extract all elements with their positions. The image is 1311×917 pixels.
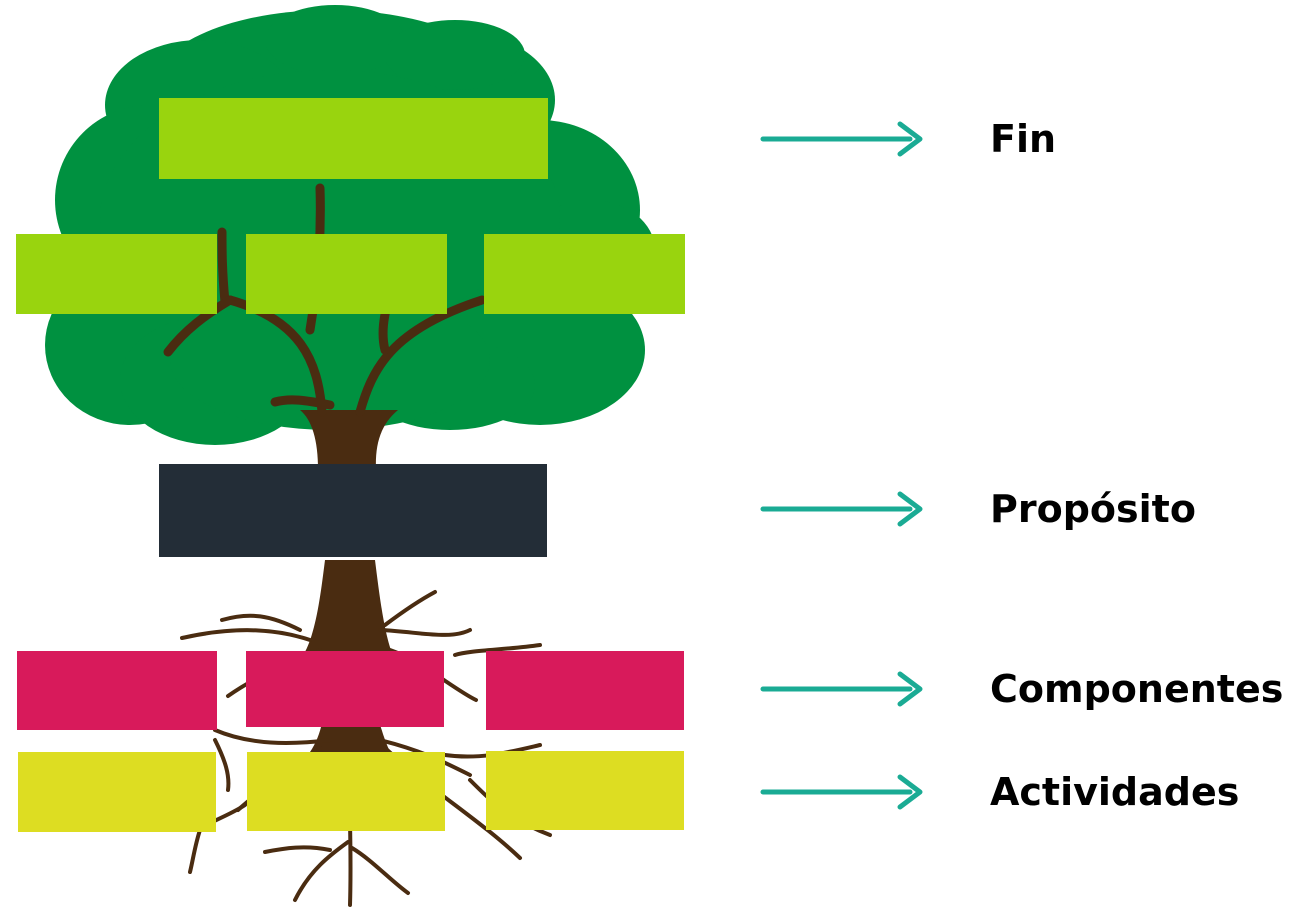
componentes-level-boxes: [17, 651, 684, 730]
fin-box-right: [484, 234, 685, 314]
label-componentes: Componentes: [990, 667, 1284, 711]
proposito-box: [159, 464, 547, 557]
arrow-right-icon: [760, 491, 923, 527]
label-proposito: Propósito: [990, 487, 1196, 531]
tree-canopy: [45, 5, 655, 445]
label-actividades: Actividades: [990, 770, 1240, 814]
arrow-right-icon: [760, 774, 923, 810]
fin-level-boxes: [16, 98, 685, 314]
componentes-box-center: [246, 651, 444, 727]
level-arrows: [760, 121, 923, 810]
componentes-box-right: [486, 651, 684, 730]
actividades-box-right: [486, 751, 684, 830]
componentes-box-left: [17, 651, 217, 730]
proposito-level-box: [159, 464, 547, 557]
tree-branches: [163, 183, 487, 417]
label-fin: Fin: [990, 117, 1057, 161]
actividades-level-boxes: [18, 751, 684, 832]
arrow-right-icon: [760, 121, 923, 157]
fin-box-top: [159, 98, 548, 179]
fin-box-center: [246, 234, 447, 314]
actividades-box-left: [18, 752, 216, 832]
actividades-box-center: [247, 752, 445, 831]
arrow-right-icon: [760, 671, 923, 707]
fin-box-left: [16, 234, 217, 314]
